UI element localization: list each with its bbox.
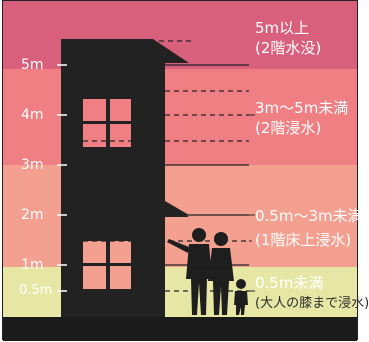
axis-label-1m: 1m <box>21 257 44 273</box>
axis-label-3m: 3m <box>21 157 44 173</box>
level-lines <box>153 64 249 266</box>
label-under-05m-line1: 0.5m未満 <box>255 274 324 292</box>
label-3m-5m-line1: 3m〜5m未満 <box>255 99 349 117</box>
building-illustration <box>57 39 255 317</box>
axis-label-05m: 0.5m <box>19 283 53 298</box>
label-05m-3m-line2: (1階床上浸水) <box>255 231 352 249</box>
axis-ticks <box>57 64 67 292</box>
label-5m-plus-line1: 5m以上 <box>255 19 310 37</box>
dashed-level-lines <box>83 40 249 292</box>
label-under-05m-line2: (大人の膝まで浸水) <box>255 296 369 311</box>
label-leaders <box>249 114 255 292</box>
label-5m-plus-line2: (2階水没) <box>255 39 322 57</box>
label-05m-3m-line1: 0.5m〜3m未満 <box>255 207 363 225</box>
ground <box>3 317 357 341</box>
axis-label-4m: 4m <box>21 107 44 123</box>
axis-label-2m: 2m <box>21 207 44 223</box>
axis-label-5m: 5m <box>21 57 44 73</box>
label-3m-5m-line2: (2階浸水) <box>255 119 322 137</box>
